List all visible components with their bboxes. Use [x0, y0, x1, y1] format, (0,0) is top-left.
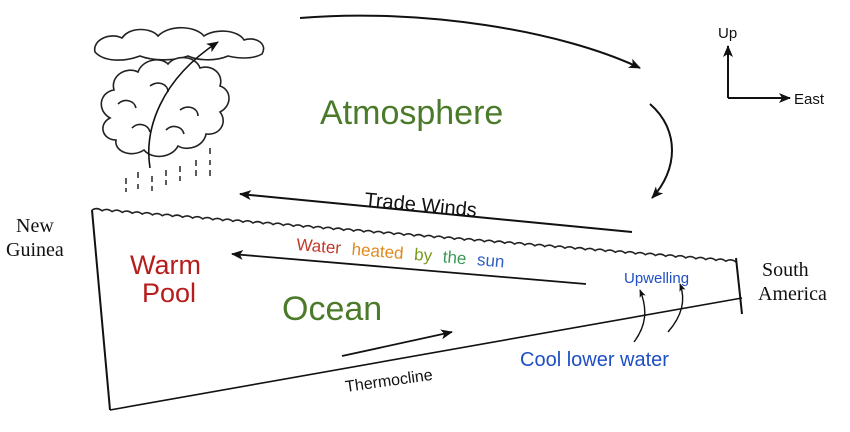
heated-word: by: [413, 245, 433, 265]
warm-pool-label-1: Warm: [130, 250, 201, 280]
thermocline-label: Thermocline: [344, 367, 434, 396]
thermocline-flow-arrow: [341, 329, 453, 357]
warm-pool-label-2: Pool: [142, 278, 196, 308]
heated-water-arrow: [231, 249, 587, 285]
new-guinea-label-1: New: [16, 215, 54, 237]
thermocline-line: [109, 297, 743, 411]
upper-air-arrow: [299, 14, 641, 69]
trade-winds-arrow: [239, 190, 633, 233]
compass-up-label: Up: [718, 25, 737, 42]
heated-word: the: [442, 247, 467, 268]
new-guinea-label-2: Guinea: [6, 239, 64, 261]
western-wall: [91, 209, 111, 411]
south-america-label-1: South: [762, 259, 809, 281]
rising-air-arrow: [148, 41, 219, 169]
ocean-label: Ocean: [282, 290, 382, 328]
heated-water-label: Water heated by the sun: [296, 235, 506, 271]
eastern-wall: [735, 257, 743, 315]
compass-east-label: East: [794, 91, 825, 108]
trade-winds-label: Trade Winds: [364, 189, 478, 222]
cool-lower-water-label: Cool lower water: [520, 349, 669, 371]
storm-cloud-icon: [94, 26, 265, 158]
heated-word: sun: [476, 250, 505, 271]
upwelling-arrow-1: [633, 289, 646, 343]
descending-air-arrow: [649, 103, 673, 199]
south-america-label-2: America: [758, 283, 827, 305]
upwelling-label: Upwelling: [624, 270, 689, 287]
upwelling-arrow-2: [667, 283, 686, 333]
heated-word: Water: [296, 235, 342, 258]
heated-word: heated: [351, 240, 404, 263]
ocean-surface-line: [91, 207, 737, 263]
atmosphere-label: Atmosphere: [320, 94, 503, 132]
rain-marks: [125, 148, 211, 192]
